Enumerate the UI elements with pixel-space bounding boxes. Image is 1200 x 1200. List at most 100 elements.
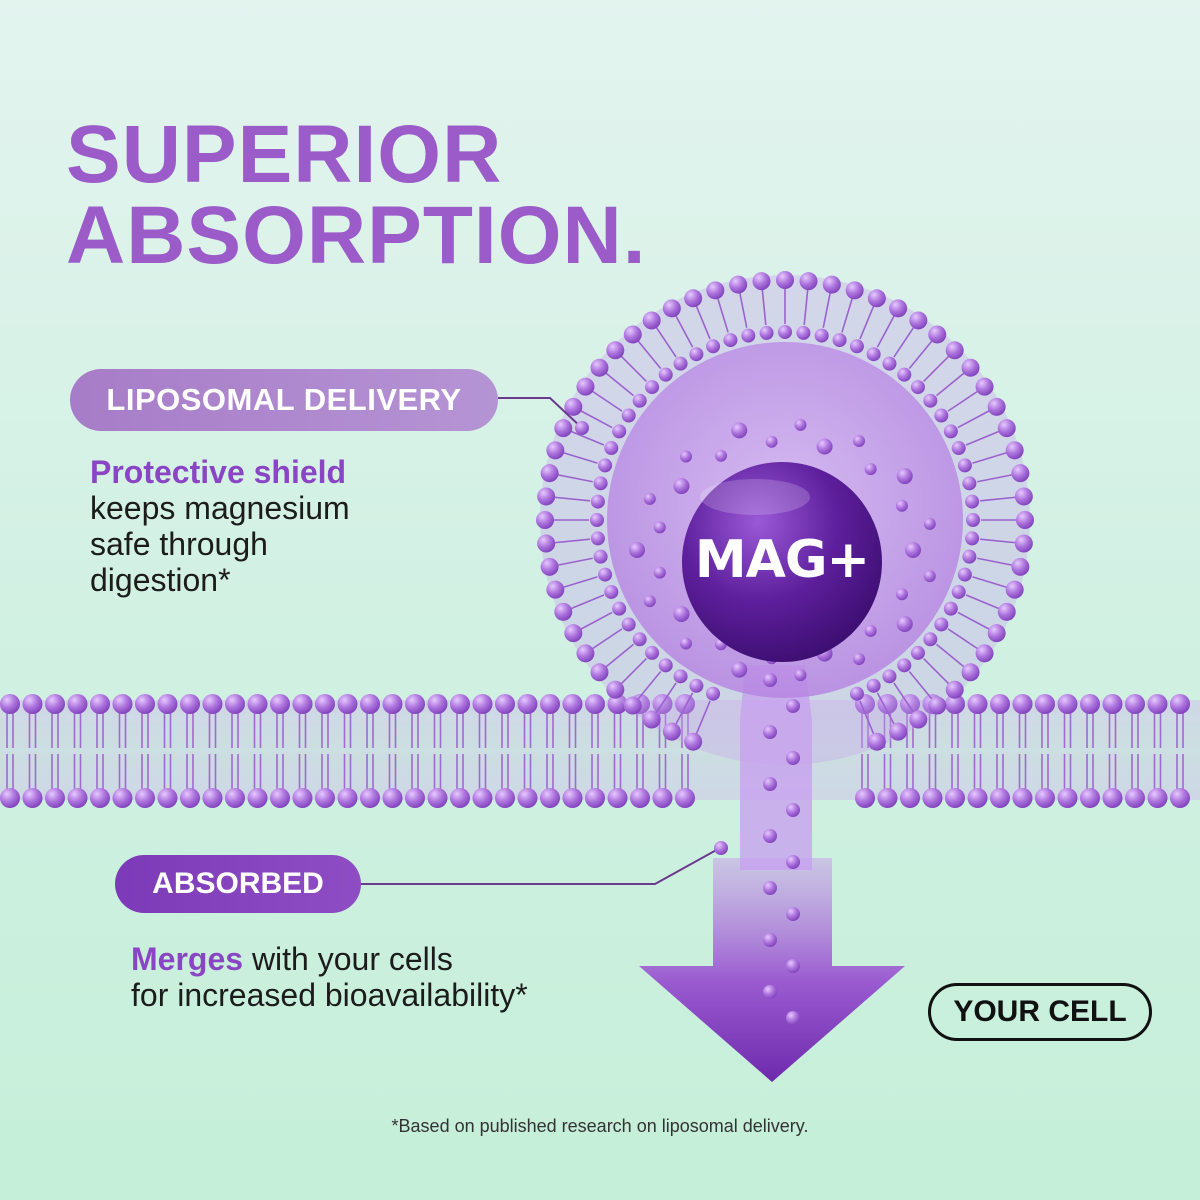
membrane-head <box>382 788 403 808</box>
membrane-head <box>90 694 110 714</box>
membrane-head <box>495 788 515 808</box>
membrane-band <box>0 700 1200 800</box>
membrane-head <box>157 694 178 714</box>
membrane-head <box>1080 788 1100 808</box>
membrane-heads <box>0 694 1190 808</box>
membrane-head <box>247 788 268 808</box>
membrane-head <box>1080 694 1100 714</box>
membrane-head <box>225 694 245 714</box>
absorbed-description: Merges with your cells for increased bio… <box>131 941 591 1013</box>
membrane-head <box>180 788 200 808</box>
membrane-head <box>292 694 313 714</box>
membrane-head <box>450 694 470 714</box>
membrane-head <box>675 788 695 808</box>
membrane-head <box>157 788 178 808</box>
membrane-head <box>405 788 425 808</box>
membrane-head <box>270 694 290 714</box>
liposomal-line-1: keeps magnesium <box>90 490 350 526</box>
core-label: MAG+ <box>694 530 870 590</box>
your-cell-label: YOUR CELL <box>928 983 1152 1041</box>
membrane-head <box>112 788 133 808</box>
membrane-head <box>90 788 110 808</box>
membrane-head <box>1012 788 1033 808</box>
membrane-head <box>1147 694 1168 714</box>
membrane-head <box>1125 788 1145 808</box>
membrane-head <box>877 788 898 808</box>
headline-line-1: SUPERIOR <box>66 109 503 200</box>
membrane-head <box>967 788 988 808</box>
membrane-head <box>315 788 335 808</box>
membrane-head <box>990 694 1010 714</box>
membrane-head <box>1057 694 1078 714</box>
membrane-head <box>135 788 155 808</box>
membrane-head <box>945 694 965 714</box>
liposomal-highlight: Protective shield <box>90 454 347 490</box>
membrane-head <box>585 694 605 714</box>
membrane-head <box>337 694 358 714</box>
membrane-head <box>540 788 560 808</box>
membrane-head <box>315 694 335 714</box>
membrane-head <box>337 788 358 808</box>
magnesium-core-icon <box>682 462 882 662</box>
membrane-head <box>202 788 223 808</box>
headline-line-2: ABSORPTION. <box>66 190 647 281</box>
absorbed-badge: ABSORBED <box>115 855 361 913</box>
membrane-head <box>405 694 425 714</box>
liposomal-delivery-badge: LIPOSOMAL DELIVERY <box>70 369 498 431</box>
membrane-head <box>1170 788 1190 808</box>
membrane-head <box>22 694 43 714</box>
membrane-head <box>652 788 673 808</box>
membrane-head <box>45 788 65 808</box>
membrane-head <box>1102 694 1123 714</box>
membrane-head <box>517 694 538 714</box>
membrane-head <box>360 788 380 808</box>
membrane-head <box>607 694 628 714</box>
membrane-head <box>1125 694 1145 714</box>
connector-liposomal <box>498 397 583 429</box>
membrane-head <box>450 788 470 808</box>
membrane-head <box>1170 694 1190 714</box>
membrane-head <box>270 788 290 808</box>
membrane-head <box>67 694 88 714</box>
absorbed-line-1: with your cells <box>243 941 453 977</box>
membrane-head <box>562 788 583 808</box>
membrane-head <box>1035 694 1055 714</box>
membrane-head <box>1035 788 1055 808</box>
membrane-head <box>1057 788 1078 808</box>
membrane-head <box>382 694 403 714</box>
membrane-head <box>180 694 200 714</box>
liposomal-description: Protective shield keeps magnesium safe t… <box>90 454 450 598</box>
membrane-head <box>990 788 1010 808</box>
absorbed-line-2: for increased bioavailability* <box>131 977 528 1013</box>
footnote: *Based on published research on liposoma… <box>391 1116 809 1136</box>
membrane-head <box>360 694 380 714</box>
membrane-head <box>630 788 650 808</box>
membrane-head <box>67 788 88 808</box>
liposome-stem <box>740 665 812 870</box>
membrane-head <box>247 694 268 714</box>
membrane-head <box>1102 788 1123 808</box>
membrane-head <box>945 788 965 808</box>
membrane-head <box>562 694 583 714</box>
membrane-head <box>1012 694 1033 714</box>
membrane-head <box>0 694 20 714</box>
connector-absorbed <box>361 847 721 885</box>
down-arrow-icon <box>639 858 905 1082</box>
membrane-head <box>427 694 448 714</box>
membrane-head <box>472 694 493 714</box>
membrane-head <box>585 788 605 808</box>
absorbed-highlight: Merges <box>131 941 244 977</box>
liposomal-line-2: safe through <box>90 526 268 562</box>
membrane-head <box>877 694 898 714</box>
membrane-head <box>1147 788 1168 808</box>
membrane-head <box>22 788 43 808</box>
membrane-head <box>967 694 988 714</box>
membrane-head <box>900 788 920 808</box>
membrane-head <box>292 788 313 808</box>
membrane-head <box>517 788 538 808</box>
liposomal-line-3: digestion* <box>90 562 231 598</box>
membrane-head <box>45 694 65 714</box>
membrane-head <box>112 694 133 714</box>
